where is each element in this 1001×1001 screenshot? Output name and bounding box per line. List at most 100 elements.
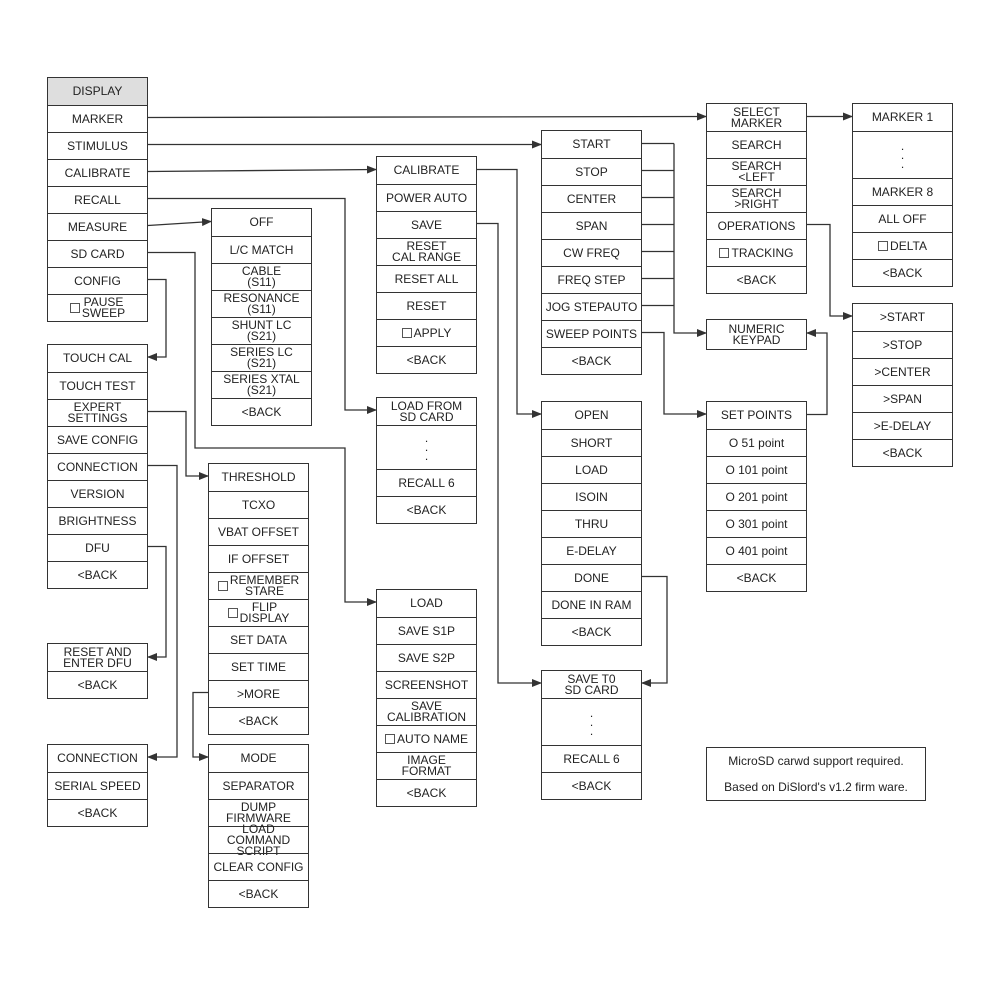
menu-cal-item[interactable]: DONE IN RAM <box>542 591 641 618</box>
menu-cal-item[interactable]: SHORT <box>542 429 641 456</box>
menu-more-item[interactable]: CLEAR CONFIG <box>209 853 308 880</box>
menu-config-item[interactable]: VERSION <box>48 480 147 507</box>
menu-calibrate-item[interactable]: APPLY <box>377 319 476 346</box>
menu-stimulus-item[interactable]: CENTER <box>542 185 641 212</box>
menu-marker-item[interactable]: <BACK <box>707 266 806 293</box>
menu-config-item[interactable]: BRIGHTNESS <box>48 507 147 534</box>
menu-calibrate-item[interactable]: SAVE <box>377 211 476 238</box>
menu-config-item[interactable]: TOUCH CAL <box>48 345 147 372</box>
menu-config-item[interactable]: EXPERT SETTINGS <box>48 399 147 426</box>
menu-calibrate-item[interactable]: POWER AUTO <box>377 184 476 211</box>
menu-measure-item[interactable]: SERIES LC (S21) <box>212 344 311 371</box>
menu-calibrate-item[interactable]: RESET <box>377 292 476 319</box>
menu-cal-item[interactable]: OPEN <box>542 402 641 429</box>
menu-dfu-item[interactable]: <BACK <box>48 671 147 698</box>
menu-root-item[interactable]: RECALL <box>48 186 147 213</box>
menu-config-item[interactable]: CONNECTION <box>48 453 147 480</box>
menu-root-item[interactable]: DISPLAY <box>48 78 147 105</box>
menu-calibrate-item[interactable]: RESET CAL RANGE <box>377 238 476 265</box>
menu-sdcard-item[interactable]: IMAGE FORMAT <box>377 752 476 779</box>
menu-sdcard-item[interactable]: LOAD <box>377 590 476 617</box>
menu-sdcard-item[interactable]: SAVE S1P <box>377 617 476 644</box>
menu-more-item[interactable]: <BACK <box>209 880 308 907</box>
menu-marker-item[interactable]: SEARCH <LEFT <box>707 158 806 185</box>
menu-points-item[interactable]: SET POINTS <box>707 402 806 429</box>
menu-stimulus-item[interactable]: CW FREQ <box>542 239 641 266</box>
menu-expert-item[interactable]: REMEMBER STARE <box>209 572 308 599</box>
menu-markers-item[interactable]: DELTA <box>853 232 952 259</box>
menu-ops-item[interactable]: >CENTER <box>853 358 952 385</box>
menu-sdcard-item[interactable]: AUTO NAME <box>377 725 476 752</box>
menu-more-item[interactable]: MODE <box>209 745 308 772</box>
menu-stimulus-item[interactable]: START <box>542 131 641 158</box>
menu-recall-item[interactable]: RECALL 6 <box>377 469 476 496</box>
menu-calibrate-item[interactable]: RESET ALL <box>377 265 476 292</box>
menu-stimulus-item[interactable]: SWEEP POINTS <box>542 320 641 347</box>
menu-calibrate-item[interactable]: <BACK <box>377 346 476 373</box>
menu-saveto-item[interactable]: <BACK <box>542 772 641 799</box>
menu-config-item[interactable]: SAVE CONFIG <box>48 426 147 453</box>
menu-marker-item[interactable]: SEARCH >RIGHT <box>707 185 806 212</box>
menu-expert-item[interactable]: TCXO <box>209 491 308 518</box>
menu-markers-item[interactable]: MARKER 8 <box>853 178 952 205</box>
menu-measure-item[interactable]: RESONANCE (S11) <box>212 290 311 317</box>
menu-dfu-item[interactable]: RESET AND ENTER DFU <box>48 644 147 671</box>
menu-expert-item[interactable]: <BACK <box>209 707 308 734</box>
menu-ops-item[interactable]: >SPAN <box>853 385 952 412</box>
menu-stimulus-item[interactable]: SPAN <box>542 212 641 239</box>
menu-ops-item[interactable]: >START <box>853 304 952 331</box>
menu-measure-item[interactable]: SERIES XTAL (S21) <box>212 371 311 398</box>
menu-cal-item[interactable]: LOAD <box>542 456 641 483</box>
menu-cal-item[interactable]: <BACK <box>542 618 641 645</box>
menu-cal-item[interactable]: THRU <box>542 510 641 537</box>
menu-sdcard-item[interactable]: <BACK <box>377 779 476 806</box>
menu-points-item[interactable]: <BACK <box>707 564 806 591</box>
menu-config-item[interactable]: TOUCH TEST <box>48 372 147 399</box>
menu-more-item[interactable]: SEPARATOR <box>209 772 308 799</box>
menu-sdcard-item[interactable]: SCREENSHOT <box>377 671 476 698</box>
menu-root-item[interactable]: CONFIG <box>48 267 147 294</box>
menu-recall-item[interactable]: LOAD FROM SD CARD <box>377 398 476 425</box>
menu-measure-item[interactable]: CABLE (S11) <box>212 263 311 290</box>
menu-cal-item[interactable]: DONE <box>542 564 641 591</box>
menu-calibrate-item[interactable]: CALIBRATE <box>377 157 476 184</box>
menu-points-item[interactable]: O 401 point <box>707 537 806 564</box>
menu-expert-item[interactable]: >MORE <box>209 680 308 707</box>
menu-ops-item[interactable]: >E-DELAY <box>853 412 952 439</box>
menu-root-item[interactable]: MARKER <box>48 105 147 132</box>
menu-expert-item[interactable]: IF OFFSET <box>209 545 308 572</box>
menu-connection-item[interactable]: CONNECTION <box>48 745 147 772</box>
menu-points-item[interactable]: O 101 point <box>707 456 806 483</box>
menu-keypad-item[interactable]: NUMERIC KEYPAD <box>707 320 806 349</box>
menu-measure-item[interactable]: SHUNT LC (S21) <box>212 317 311 344</box>
menu-marker-item[interactable]: SEARCH <box>707 131 806 158</box>
menu-expert-item[interactable]: THRESHOLD <box>209 464 308 491</box>
menu-markers-item[interactable]: <BACK <box>853 259 952 286</box>
menu-expert-item[interactable]: FLIP DISPLAY <box>209 599 308 626</box>
menu-measure-item[interactable]: <BACK <box>212 398 311 425</box>
menu-markers-item[interactable]: MARKER 1 <box>853 104 952 131</box>
menu-root-item[interactable]: SD CARD <box>48 240 147 267</box>
menu-connection-item[interactable]: SERIAL SPEED <box>48 772 147 799</box>
menu-cal-item[interactable]: ISOIN <box>542 483 641 510</box>
menu-root-item[interactable]: PAUSE SWEEP <box>48 294 147 321</box>
menu-root-item[interactable]: MEASURE <box>48 213 147 240</box>
menu-saveto-item[interactable]: SAVE T0 SD CARD <box>542 671 641 698</box>
menu-expert-item[interactable]: VBAT OFFSET <box>209 518 308 545</box>
menu-measure-item[interactable]: OFF <box>212 209 311 236</box>
menu-expert-item[interactable]: SET DATA <box>209 626 308 653</box>
menu-points-item[interactable]: O 201 point <box>707 483 806 510</box>
menu-config-item[interactable]: <BACK <box>48 561 147 588</box>
menu-cal-item[interactable]: E-DELAY <box>542 537 641 564</box>
menu-stimulus-item[interactable]: STOP <box>542 158 641 185</box>
menu-sdcard-item[interactable]: SAVE CALIBRATION <box>377 698 476 725</box>
menu-root-item[interactable]: CALIBRATE <box>48 159 147 186</box>
menu-points-item[interactable]: O 51 point <box>707 429 806 456</box>
menu-ops-item[interactable]: <BACK <box>853 439 952 466</box>
menu-stimulus-item[interactable]: FREQ STEP <box>542 266 641 293</box>
menu-connection-item[interactable]: <BACK <box>48 799 147 826</box>
menu-stimulus-item[interactable]: <BACK <box>542 347 641 374</box>
menu-root-item[interactable]: STIMULUS <box>48 132 147 159</box>
menu-ops-item[interactable]: >STOP <box>853 331 952 358</box>
menu-markers-item[interactable]: ALL OFF <box>853 205 952 232</box>
